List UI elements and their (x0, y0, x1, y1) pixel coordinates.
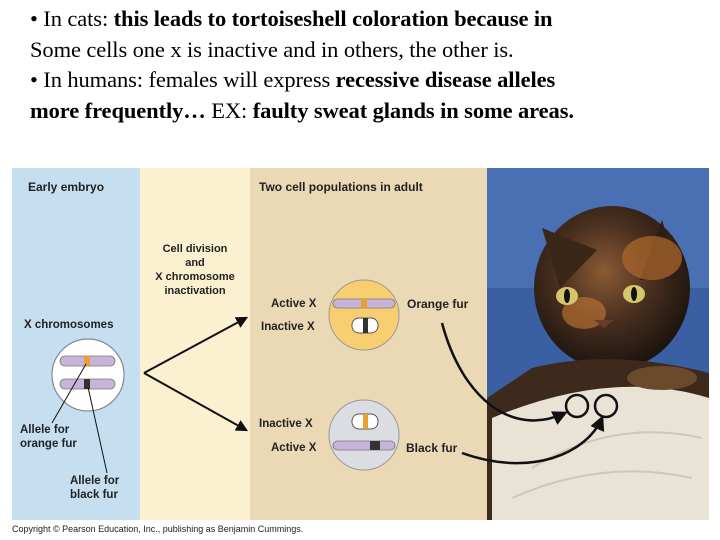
adult-panel-title: Two cell populations in adult (259, 180, 423, 194)
early-embryo-title: Early embryo (28, 180, 104, 194)
svg-text:Allele for: Allele for (20, 424, 70, 436)
svg-text:Allele for: Allele for (70, 475, 120, 487)
svg-text:orange fur: orange fur (20, 438, 77, 450)
svg-text:black fur: black fur (70, 489, 118, 501)
embryo-cell (51, 338, 125, 412)
bullet-1-line-1: • In cats: this leads to tortoiseshell c… (30, 6, 553, 31)
allele-orange-pointer (51, 363, 87, 424)
allele-black-pointer (87, 386, 108, 474)
orange-fur-label: Orange fur (407, 297, 469, 311)
svg-text:X chromosome: X chromosome (155, 271, 234, 283)
bottom-inactive-x-label: Inactive X (259, 418, 313, 430)
tortoiseshell-cat-photo (487, 168, 709, 520)
highlight-circle-right (593, 393, 619, 419)
copyright-notice: Copyright © Pearson Education, Inc., pub… (12, 524, 304, 534)
allele-orange-label: Allele for orange fur (20, 424, 77, 450)
embryo-chromosome-orange (59, 355, 116, 367)
x-inactivation-figure: Early embryo Two cell populations in adu… (12, 168, 709, 520)
black-fur-arrow (461, 415, 605, 465)
gray-cell (328, 399, 400, 471)
top-active-chromosome (332, 298, 396, 309)
top-inactive-chromosome (351, 317, 379, 334)
bottom-inactive-chromosome (351, 413, 379, 430)
black-fur-label: Black fur (406, 441, 458, 455)
svg-text:inactivation: inactivation (164, 285, 225, 297)
svg-text:Cell division: Cell division (163, 243, 228, 255)
orange-fur-arrow (440, 322, 568, 425)
embryo-chromosome-black (59, 378, 116, 390)
highlight-circle-left (564, 393, 590, 419)
bottom-active-x-label: Active X (271, 442, 317, 454)
slide-text: • In cats: this leads to tortoiseshell c… (30, 4, 720, 126)
bullet-2-line-2: more frequently… EX: faulty sweat glands… (30, 97, 574, 123)
allele-black-label: Allele for black fur (70, 475, 120, 501)
bottom-active-chromosome (332, 440, 396, 451)
orange-cell (328, 279, 400, 351)
top-active-x-label: Active X (271, 298, 317, 310)
bullet-1-line-2: Some cells one x is inactive and in othe… (30, 36, 514, 62)
division-panel (140, 168, 250, 520)
bullet-2-line-1: • In humans: females will express recess… (30, 67, 556, 92)
top-inactive-x-label: Inactive X (261, 321, 315, 333)
division-arrow-top (143, 316, 249, 374)
svg-text:and: and (185, 257, 205, 269)
division-arrow-bottom (143, 372, 249, 432)
x-chromosomes-label: X chromosomes (24, 319, 113, 331)
division-label: Cell division and X chromosome inactivat… (155, 243, 234, 297)
